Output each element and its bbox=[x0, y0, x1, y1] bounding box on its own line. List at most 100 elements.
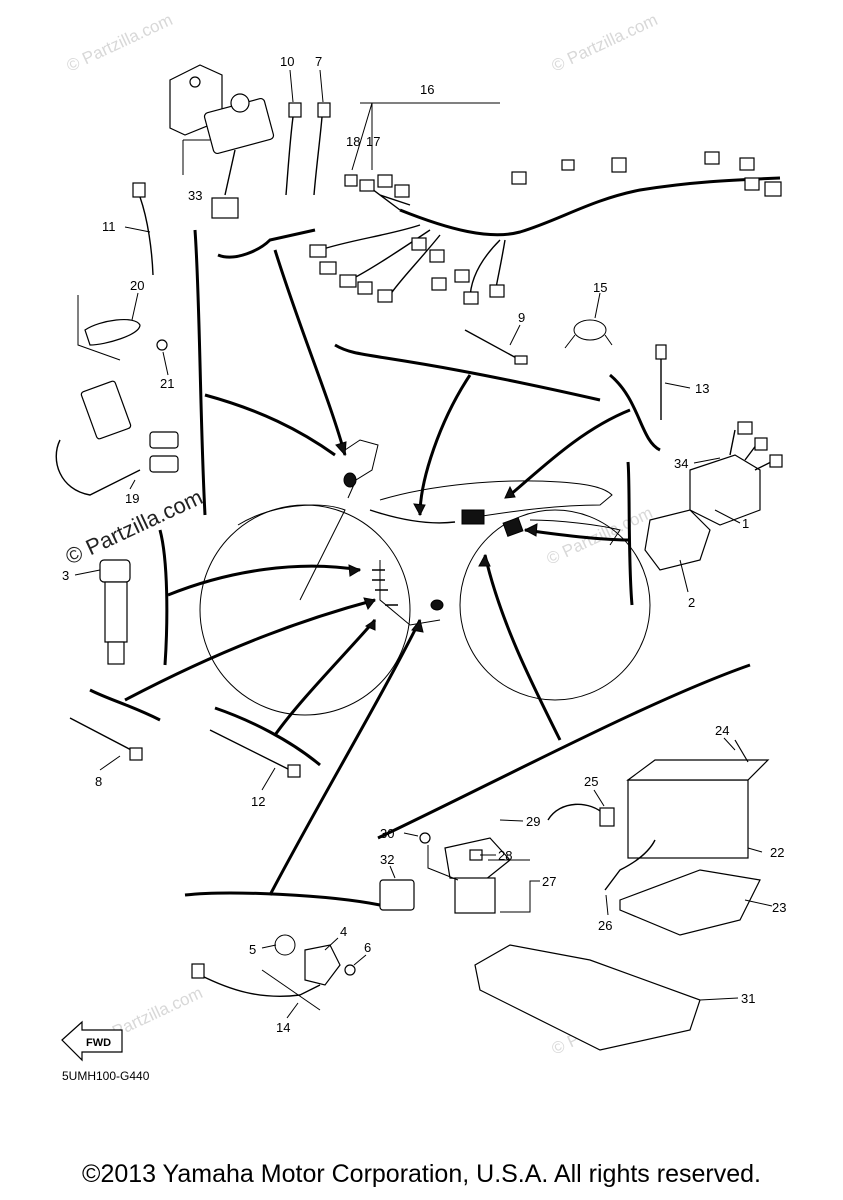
leader-13 bbox=[664, 382, 691, 389]
callout-23: 23 bbox=[772, 900, 786, 915]
seat-outline bbox=[379, 480, 613, 519]
relay-32 bbox=[379, 879, 415, 911]
callout-21: 21 bbox=[160, 376, 174, 391]
leader-29 bbox=[499, 819, 524, 822]
cable-26 bbox=[604, 839, 656, 891]
arrow-head bbox=[523, 523, 538, 537]
fwd-label: FWD bbox=[86, 1037, 111, 1049]
leader-2 bbox=[679, 559, 689, 593]
arrow-head bbox=[363, 597, 376, 611]
leader-3 bbox=[74, 569, 101, 576]
part-7-10-cable-ties bbox=[285, 102, 331, 196]
leader-19 bbox=[129, 479, 136, 490]
rear-wheel bbox=[459, 509, 651, 701]
part-battery-group bbox=[379, 739, 770, 1051]
connector bbox=[489, 284, 505, 298]
leader-32 bbox=[389, 865, 396, 879]
leader-21 bbox=[162, 351, 169, 376]
callout-24: 24 bbox=[715, 723, 729, 738]
leader-23 bbox=[744, 899, 773, 907]
leader-sensor bbox=[268, 619, 422, 896]
arrow-head bbox=[411, 618, 424, 633]
leader-1 bbox=[714, 509, 741, 524]
callout-28: 28 bbox=[498, 848, 512, 863]
leader-26 bbox=[605, 894, 609, 916]
connector bbox=[344, 174, 358, 187]
callout-2: 2 bbox=[688, 595, 695, 610]
leader-4 bbox=[324, 937, 339, 951]
plug-tip bbox=[107, 641, 125, 665]
plug-boot bbox=[104, 581, 128, 643]
lead-14 bbox=[199, 974, 321, 997]
bolt-30 bbox=[419, 832, 431, 844]
connector bbox=[411, 237, 427, 251]
tie-head bbox=[287, 764, 301, 778]
bracket-plug bbox=[158, 529, 169, 666]
arrow-head bbox=[348, 564, 362, 577]
callout-19: 19 bbox=[125, 491, 139, 506]
connector bbox=[744, 177, 760, 191]
tray-23 bbox=[619, 869, 761, 936]
leader-27 bbox=[488, 859, 540, 913]
callout-31: 31 bbox=[741, 991, 755, 1006]
callout-4: 4 bbox=[340, 924, 347, 939]
leader-tie8 bbox=[124, 598, 376, 702]
leader-harness bbox=[418, 374, 472, 516]
plug-cap bbox=[99, 559, 131, 583]
leader-11 bbox=[124, 226, 151, 233]
strap-24 bbox=[734, 739, 749, 763]
part-16-wire-harness bbox=[309, 151, 782, 305]
battery-position bbox=[502, 517, 524, 537]
bracket-tie12 bbox=[214, 706, 321, 767]
tie-head bbox=[317, 102, 331, 118]
arrow-head bbox=[504, 485, 516, 499]
sensor-4 bbox=[304, 944, 341, 986]
callout-13: 13 bbox=[695, 381, 709, 396]
leader-24 bbox=[723, 737, 736, 751]
callout-14: 14 bbox=[276, 1020, 290, 1035]
callout-leaders bbox=[74, 69, 773, 1019]
part-9-15-ties bbox=[464, 319, 613, 365]
part-4-5-6-14-sensor bbox=[191, 934, 356, 1011]
callout-17: 17 bbox=[366, 134, 380, 149]
bracket-battery bbox=[377, 663, 751, 840]
harness-route bbox=[369, 509, 456, 524]
connector bbox=[377, 289, 393, 303]
callout-16: 16 bbox=[420, 82, 434, 97]
terminal bbox=[599, 807, 615, 827]
connector bbox=[769, 454, 783, 468]
connector bbox=[394, 184, 410, 198]
rectifier-body bbox=[80, 380, 132, 440]
leader-16 bbox=[351, 102, 500, 171]
callout-labels: 1 2 3 4 5 6 7 8 9 10 11 12 13 14 15 16 1… bbox=[62, 54, 786, 1035]
bolt-21 bbox=[156, 339, 168, 351]
relay-connector bbox=[211, 197, 239, 219]
callout-9: 9 bbox=[518, 310, 525, 325]
part-19-20-21-rectifier bbox=[55, 295, 179, 496]
callout-29: 29 bbox=[526, 814, 540, 829]
leader-top-left bbox=[273, 249, 347, 456]
part-3-spark-plug bbox=[99, 559, 131, 665]
arrow-head bbox=[364, 619, 376, 631]
coil-position bbox=[343, 472, 357, 488]
bracket-top-left bbox=[217, 228, 316, 259]
relay-cap bbox=[230, 93, 250, 113]
arrow-head bbox=[335, 441, 347, 457]
bolt-hole bbox=[189, 76, 201, 88]
leader-left bbox=[204, 393, 336, 457]
tie-head bbox=[132, 182, 146, 198]
bracket-tie8 bbox=[89, 688, 161, 722]
connector bbox=[611, 157, 627, 173]
callout-25: 25 bbox=[584, 774, 598, 789]
callout-20: 20 bbox=[130, 278, 144, 293]
callout-34: 34 bbox=[674, 456, 688, 471]
tie-9 bbox=[464, 329, 521, 361]
leader-7 bbox=[319, 69, 324, 103]
leader-14 bbox=[286, 1002, 299, 1019]
fwd-arrow: FWD bbox=[61, 1020, 123, 1062]
starter-relay-27 bbox=[454, 877, 496, 914]
tie-head bbox=[655, 344, 667, 360]
clamp-ends bbox=[564, 334, 613, 349]
leader-30 bbox=[403, 832, 459, 881]
